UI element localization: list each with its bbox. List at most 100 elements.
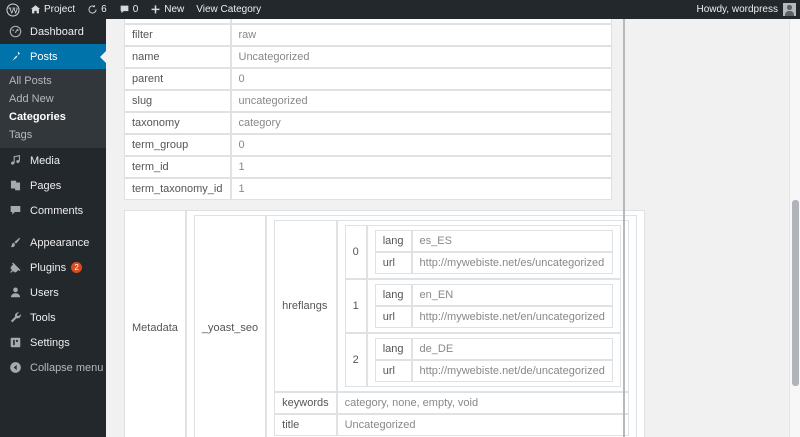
collapse-menu-button[interactable]: Collapse menu [0, 355, 106, 380]
term-properties-table: description filter raw name Uncategorize… [124, 19, 612, 200]
main-content-area: description filter raw name Uncategorize… [106, 19, 800, 437]
yoast-key-label: _yoast_seo [193, 215, 267, 437]
site-name-button[interactable]: Project [24, 0, 81, 19]
table-row: parent 0 [124, 68, 612, 90]
row-value: http://mywebiste.net/de/uncategorized [411, 360, 613, 382]
sidebar-item-users[interactable]: Users [0, 280, 106, 305]
row-key: filter [124, 24, 231, 46]
term-debug-output: description filter raw name Uncategorize… [124, 19, 645, 437]
comments-button[interactable]: 0 [113, 0, 145, 19]
row-value: http://mywebiste.net/en/uncategorized [411, 306, 613, 328]
table-row: _yoast_seo hreflangs [193, 215, 637, 437]
row-key: lang [374, 338, 412, 360]
hreflang-index: 1 [344, 279, 367, 333]
admin-sidebar-menu: Dashboard Posts All Posts Add New Catego… [0, 19, 106, 437]
sidebar-item-label: Appearance [30, 236, 90, 249]
sidebar-item-label: Dashboard [30, 25, 84, 38]
updates-count: 6 [101, 4, 107, 15]
sidebar-item-settings[interactable]: Settings [0, 330, 106, 355]
plugins-update-badge: 2 [71, 262, 83, 273]
hreflangs-list-table: 0 lang [344, 225, 621, 387]
account-area[interactable]: Howdy, wordpress [696, 3, 800, 16]
scrollbar-thumb[interactable] [792, 200, 799, 386]
sidebar-item-plugins[interactable]: Plugins 2 [0, 255, 106, 280]
row-value: 1 [230, 178, 612, 200]
table-row: keywords category, none, empty, void [274, 392, 629, 414]
sidebar-item-label: Users [30, 286, 59, 299]
metadata-label: Metadata [124, 210, 186, 437]
sidebar-item-media[interactable]: Media [0, 148, 106, 173]
sidebar-item-add-new[interactable]: Add New [9, 93, 54, 105]
dashboard-icon [9, 25, 24, 38]
updates-icon [87, 4, 98, 15]
table-row: term_group 0 [124, 134, 612, 156]
wordpress-logo-button[interactable] [0, 0, 24, 19]
row-value: uncategorized [230, 90, 612, 112]
sidebar-item-tags[interactable]: Tags [9, 129, 33, 141]
pages-icon [9, 179, 24, 192]
hreflang-entry-cell: lang de_DE url [366, 333, 621, 387]
howdy-label: Howdy, wordpress [696, 4, 778, 15]
table-row: url http://mywebiste.net/de/uncategorize… [374, 360, 613, 382]
metadata-nested-cell: _yoast_seo hreflangs [185, 210, 645, 437]
row-key: term_taxonomy_id [124, 178, 231, 200]
table-row: url http://mywebiste.net/en/uncategorize… [374, 306, 613, 328]
plus-icon [150, 4, 161, 15]
new-content-button[interactable]: New [144, 0, 190, 19]
sidebar-item-categories[interactable]: Categories [9, 111, 66, 123]
table-row: title Uncategorized [274, 414, 629, 436]
wrench-icon [9, 311, 24, 324]
sidebar-item-pages[interactable]: Pages [0, 173, 106, 198]
list-item: 1 lang [344, 279, 621, 333]
row-key: lang [374, 284, 412, 306]
home-icon [30, 4, 41, 15]
updates-button[interactable]: 6 [81, 0, 113, 19]
row-key: description [124, 19, 231, 24]
comment-icon [9, 204, 24, 217]
brush-icon [9, 236, 24, 249]
row-value: category [230, 112, 612, 134]
yoast-fields-table: hreflangs 0 [274, 220, 629, 436]
row-key: title [274, 414, 337, 436]
row-key: term_id [124, 156, 231, 178]
table-row: lang es_ES [374, 230, 613, 252]
admin-bar: Project 6 0 New View Category Howdy, [0, 0, 800, 19]
row-key: parent [124, 68, 231, 90]
table-row: description [124, 19, 612, 24]
comments-count: 0 [132, 4, 139, 15]
hreflang-index: 2 [344, 333, 367, 387]
collapse-arrow-icon [9, 361, 24, 374]
table-row: slug uncategorized [124, 90, 612, 112]
sidebar-item-label: Media [30, 154, 60, 167]
plug-icon [9, 261, 24, 274]
row-value: Uncategorized [230, 46, 612, 68]
row-key: name [124, 46, 231, 68]
list-item: 0 lang [344, 225, 621, 279]
view-category-button[interactable]: View Category [190, 0, 267, 19]
user-icon [9, 286, 24, 299]
row-value [230, 19, 612, 24]
view-category-label: View Category [196, 4, 262, 15]
hreflangs-key-label: hreflangs [274, 220, 337, 392]
page-scrollbar[interactable] [789, 19, 800, 437]
table-row: filter raw [124, 24, 612, 46]
sidebar-item-dashboard[interactable]: Dashboard [0, 19, 106, 44]
hreflang-entry-cell: lang en_EN url [366, 279, 621, 333]
sidebar-item-appearance[interactable]: Appearance [0, 230, 106, 255]
site-name-label: Project [44, 4, 76, 15]
row-key: url [374, 360, 412, 382]
row-value: en_EN [411, 284, 613, 306]
row-key: keywords [274, 392, 337, 414]
sidebar-item-posts[interactable]: Posts [0, 44, 106, 69]
row-key: taxonomy [124, 112, 231, 134]
sidebar-item-all-posts[interactable]: All Posts [9, 75, 52, 87]
yoast-seo-table: _yoast_seo hreflangs [193, 215, 637, 437]
collapse-menu-label: Collapse menu [30, 361, 104, 374]
sidebar-item-comments[interactable]: Comments [0, 198, 106, 223]
table-row: term_taxonomy_id 1 [124, 178, 612, 200]
row-value: category, none, empty, void [336, 392, 629, 414]
row-value: Uncategorized [336, 414, 629, 436]
row-key: slug [124, 90, 231, 112]
hreflang-entry-table: lang es_ES url [374, 230, 613, 274]
sidebar-item-tools[interactable]: Tools [0, 305, 106, 330]
